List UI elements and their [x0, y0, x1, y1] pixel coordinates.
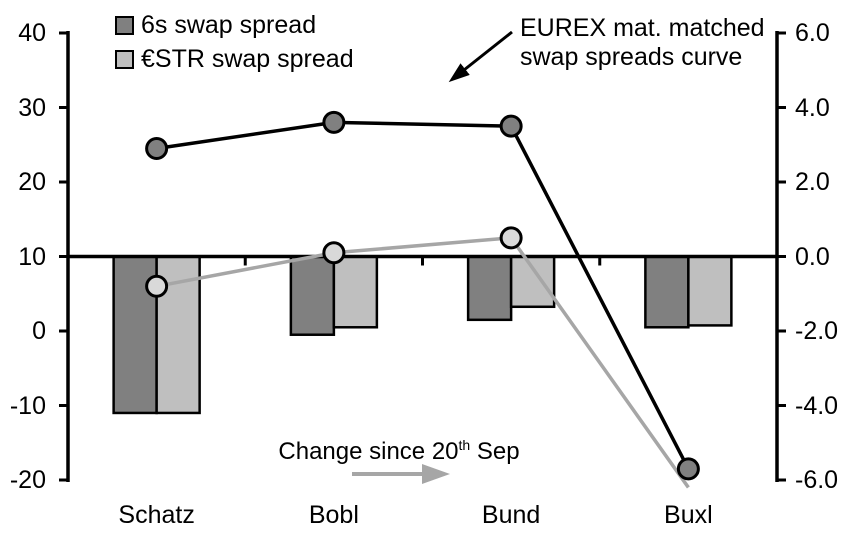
left-axis-tick-label: -20 — [9, 466, 46, 494]
bar-6s-bobl — [289, 255, 336, 336]
annotation-line2: swap spreads curve — [520, 43, 743, 71]
legend: 6s swap spread €STR swap spread — [115, 8, 354, 76]
category-label-schatz: Schatz — [118, 501, 195, 529]
left-axis-tick-label: 30 — [18, 93, 46, 122]
bar-6s-bund — [466, 255, 513, 322]
axes-layer — [59, 31, 786, 482]
marker-schatz — [145, 274, 169, 298]
right-axis-tick-label: -6.0 — [795, 466, 839, 494]
left-axis-tick-label: 20 — [18, 168, 46, 196]
left-axis-tick-label: 40 — [18, 19, 46, 47]
legend-label-6s: 6s swap spread — [141, 10, 317, 39]
line-6s — [156, 120, 690, 470]
category-label-buxl: Buxl — [664, 501, 713, 529]
line-estr — [156, 236, 690, 489]
left-axis-tick-label: 0 — [32, 317, 46, 345]
change-note-prefix: Change since 20 — [278, 438, 459, 465]
left-axis-tick-label: 10 — [18, 242, 46, 271]
bar-estr-bobl — [332, 255, 379, 329]
lines-layer — [145, 110, 700, 489]
bars-layer — [112, 255, 733, 415]
legend-swatch-6s-icon — [115, 15, 134, 35]
right-axis-tick-label: 2.0 — [795, 168, 830, 196]
change-note-suffix: Sep — [470, 438, 520, 465]
bar-6s-buxl — [644, 255, 690, 329]
left-axis-tick-label: -10 — [9, 391, 46, 420]
annotation-arrow-icon — [448, 30, 513, 83]
legend-item-estr: €STR swap spread — [115, 42, 354, 76]
marker-bund — [499, 114, 523, 138]
marker-bobl — [322, 241, 346, 265]
right-axis-tick-label: 0.0 — [795, 242, 830, 271]
legend-swatch-estr-icon — [115, 49, 134, 69]
right-axis-tick-label: -4.0 — [795, 391, 839, 420]
right-axis-tick-label: 6.0 — [795, 19, 830, 47]
marker-bund — [499, 226, 523, 250]
bar-estr-buxl — [687, 255, 733, 327]
right-axis-tick-label: 4.0 — [795, 93, 830, 122]
marker-bobl — [322, 110, 346, 134]
annotation-eurex: EUREX mat. matched swap spreads curve — [520, 14, 765, 72]
change-note: Change since 20th Sep — [239, 437, 559, 466]
annotation-line1: EUREX mat. matched — [520, 14, 765, 42]
right-axis-tick-label: -2.0 — [795, 317, 839, 345]
category-label-bobl: Bobl — [308, 501, 359, 529]
change-note-sup: th — [458, 437, 471, 453]
legend-label-estr: €STR swap spread — [141, 44, 354, 73]
marker-schatz — [145, 136, 169, 160]
category-label-bund: Bund — [481, 501, 541, 529]
bar-estr-bund — [509, 255, 556, 309]
marker-buxl — [676, 457, 700, 481]
legend-item-6s: 6s swap spread — [115, 8, 354, 42]
